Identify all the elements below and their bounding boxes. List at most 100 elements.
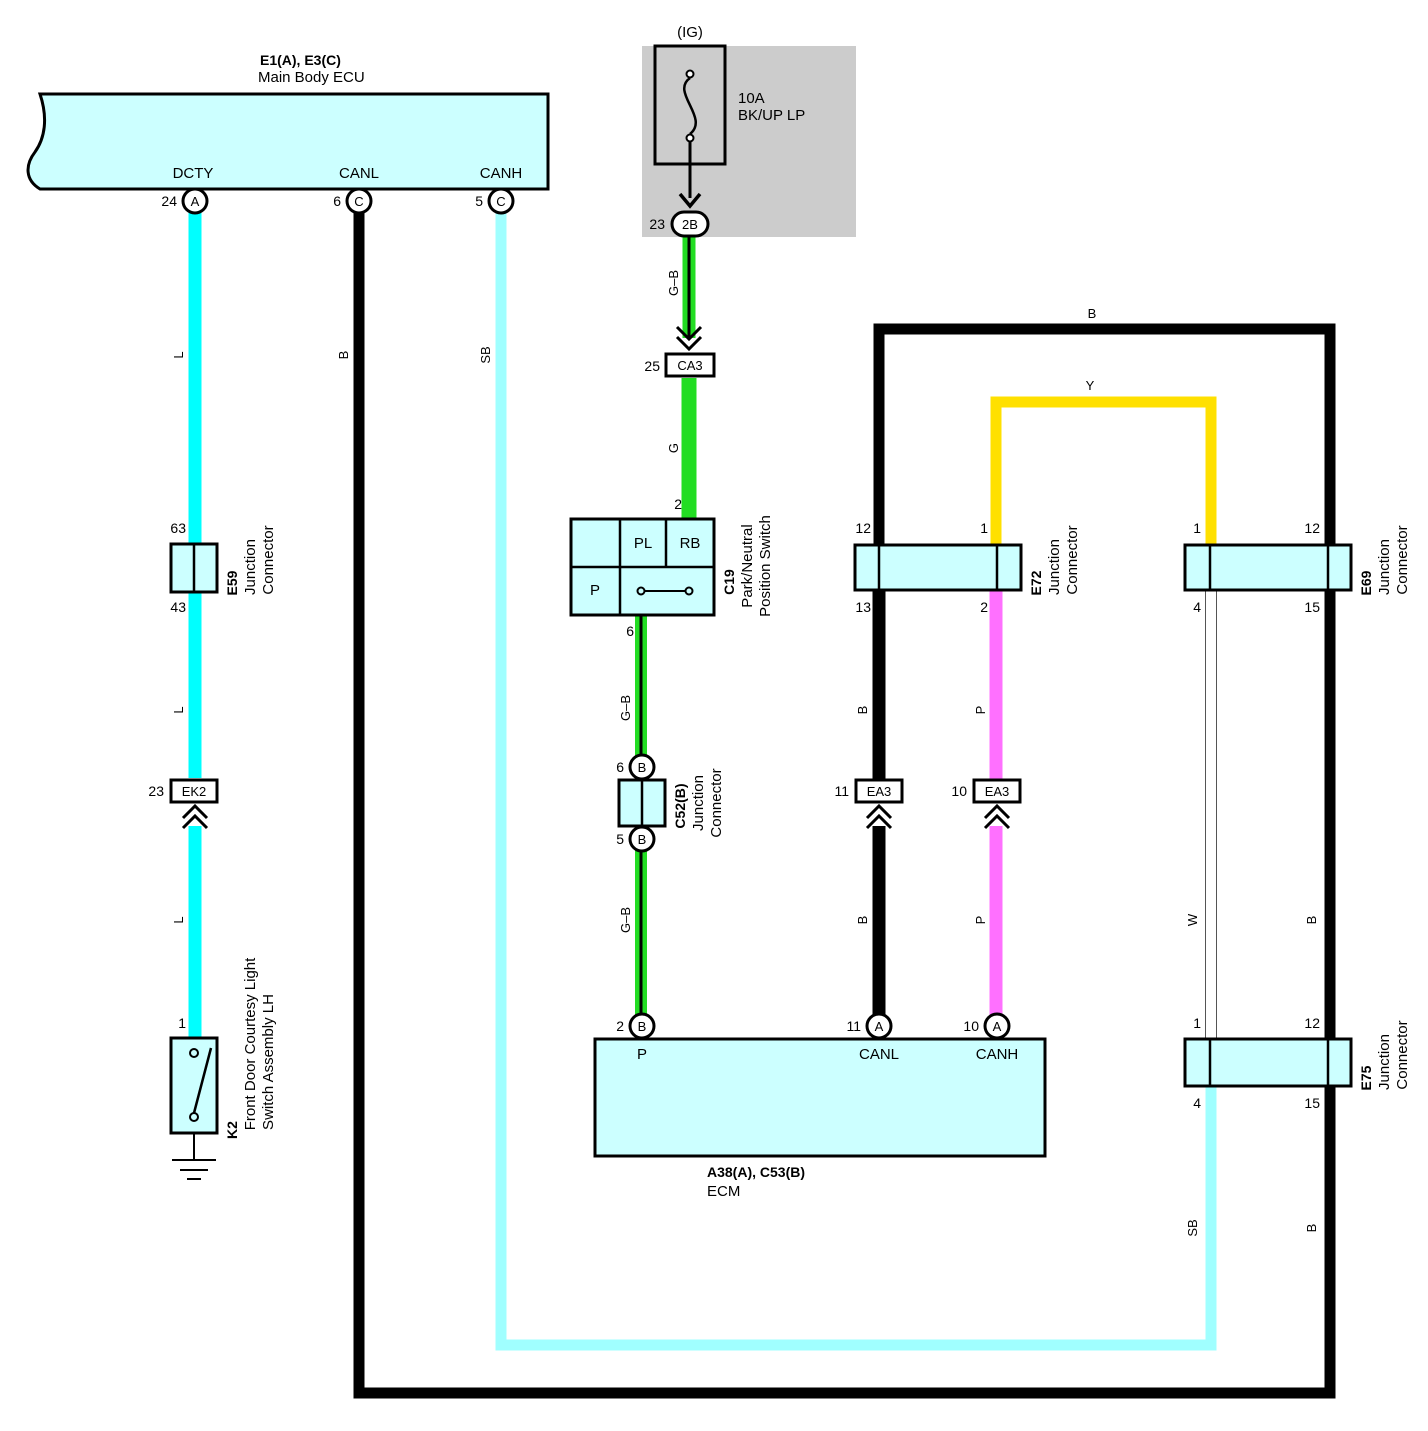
ecu-dcty-terminal xyxy=(181,187,209,215)
ecm-p-terminal xyxy=(628,1012,656,1040)
c52-conn-bottom: B xyxy=(638,832,647,847)
e69-desc1: Junction xyxy=(1376,539,1393,595)
wire-label-e69-w: W xyxy=(1185,913,1200,926)
k2-contact-bottom xyxy=(189,1112,199,1122)
ecu-canh-conn: C xyxy=(496,194,505,209)
ek2-chevron-icon xyxy=(181,803,209,830)
c19-desc1: Park/Neutral xyxy=(739,524,756,607)
ea3-canl-pin: 11 xyxy=(834,783,849,799)
e75-pin-br: 15 xyxy=(1304,1095,1320,1111)
ek2-name: EK2 xyxy=(182,784,207,799)
e59-desc1: Junction xyxy=(242,539,259,595)
e75-desc2: Connector xyxy=(1394,1020,1411,1089)
wire-label-e72-canl: B xyxy=(855,706,870,715)
fuse-contact-bottom xyxy=(685,133,695,143)
c52-terminal-bottom xyxy=(628,825,656,853)
ea3-canh-pin: 10 xyxy=(951,783,967,799)
wire-label-loop-top: B xyxy=(1088,306,1097,321)
ecm-canh-conn: A xyxy=(993,1019,1002,1034)
wire-label-dcty-mid: L xyxy=(171,706,186,713)
wire-label-e69-b: B xyxy=(1304,916,1319,925)
ecu-canh-pin: 5 xyxy=(475,193,483,209)
c19-ref: C19 xyxy=(721,569,737,595)
k2-switch-lever xyxy=(192,1047,213,1114)
k2-contact-top xyxy=(189,1048,199,1058)
ecm-name: ECM xyxy=(707,1183,740,1200)
main-body-ecu-box xyxy=(26,92,550,191)
wire-label-canl-left: B xyxy=(336,351,351,360)
wire-yellow xyxy=(990,396,1217,545)
wire-label-ecm-canl: B xyxy=(855,916,870,925)
ea3-canh-chevron-icon xyxy=(983,803,1011,830)
e75-pin-bl: 4 xyxy=(1193,1095,1201,1111)
ek2-connector xyxy=(169,778,219,804)
ecm-canh-terminal xyxy=(983,1012,1011,1040)
c19-p-label: P xyxy=(590,582,600,599)
e75-ref: E75 xyxy=(1358,1065,1374,1090)
c19-rb-label: RB xyxy=(680,535,701,552)
wire-label-ecm-canh: P xyxy=(973,916,988,925)
c52-desc2: Connector xyxy=(708,768,725,837)
wire-label-e75-sb: SB xyxy=(1185,1219,1200,1236)
e72-pin-br: 2 xyxy=(980,599,988,615)
e75-connector-box xyxy=(1183,1037,1353,1088)
wire-label-e75-b: B xyxy=(1304,1224,1319,1233)
ecu-canl-conn: C xyxy=(354,194,363,209)
main-body-ecu-name: Main Body ECU xyxy=(258,69,365,86)
wire-label-to-switch: G xyxy=(666,443,681,453)
wire-label-dcty-top: L xyxy=(171,351,186,358)
c19-pin-out: 6 xyxy=(626,623,634,639)
wire-label-yellow: Y xyxy=(1086,378,1095,393)
e69-ref: E69 xyxy=(1358,570,1374,595)
e75-pin-tl: 1 xyxy=(1193,1015,1201,1031)
wire-label-to-ecm-p: G–B xyxy=(618,907,633,933)
ek2-pin: 23 xyxy=(148,783,164,799)
e59-desc2: Connector xyxy=(260,525,277,594)
e69-pin-br: 15 xyxy=(1304,599,1320,615)
e69-pin-bl: 4 xyxy=(1193,599,1201,615)
e72-desc2: Connector xyxy=(1064,525,1081,594)
ea3-canl-name: EA3 xyxy=(867,784,892,799)
fuse-out-conn: 2B xyxy=(682,217,698,232)
c19-contact-left xyxy=(636,586,646,596)
wire-canl-b-loop xyxy=(353,212,1336,1399)
e72-pin-tl: 12 xyxy=(855,520,871,536)
fuse-out-connector xyxy=(670,210,710,238)
ecu-canh-terminal xyxy=(487,187,515,215)
ecm-canh-pin: 10 xyxy=(963,1018,979,1034)
k2-desc1: Front Door Courtesy Light xyxy=(242,957,259,1130)
fuse-name: BK/UP LP xyxy=(738,107,805,124)
ea3-canh-name: EA3 xyxy=(985,784,1010,799)
k2-ref: K2 xyxy=(224,1121,240,1139)
c19-desc2: Position Switch xyxy=(757,515,774,617)
ea3-canh-connector xyxy=(972,778,1022,804)
e69-connector-box xyxy=(1183,543,1353,592)
fuse-arrow-icon xyxy=(678,192,702,209)
e59-ref: E59 xyxy=(224,570,240,595)
ecm-p-label: P xyxy=(637,1046,647,1063)
fuse-out-pin: 23 xyxy=(649,216,665,232)
ecm-canh-label: CANH xyxy=(976,1046,1019,1063)
fuse-ign-label: (IG) xyxy=(677,24,703,41)
ecm-p-conn: B xyxy=(638,1019,647,1034)
e72-pin-tr: 1 xyxy=(980,520,988,536)
ea3-canl-connector xyxy=(854,778,904,804)
ecu-dcty-pin: 24 xyxy=(161,193,177,209)
ecu-dcty-conn: A xyxy=(191,194,200,209)
e72-pin-bl: 13 xyxy=(855,599,871,615)
fuse-element-icon xyxy=(683,76,698,135)
c19-pl-label: PL xyxy=(634,535,652,552)
k2-desc2: Switch Assembly LH xyxy=(260,994,277,1130)
ea3-canl-chevron-icon xyxy=(865,803,893,830)
e69-pin-tr: 12 xyxy=(1304,520,1320,536)
ecm-p-pin: 2 xyxy=(616,1018,624,1034)
wire-label-dcty-bot: L xyxy=(171,916,186,923)
k2-pin: 1 xyxy=(178,1015,186,1031)
e59-pin-bottom: 43 xyxy=(170,599,186,615)
ecm-canl-conn: A xyxy=(875,1019,884,1034)
ecu-canl-label: CANL xyxy=(339,165,379,182)
wire-label-e72-canh: P xyxy=(973,706,988,715)
e72-connector-box xyxy=(853,543,1023,592)
ecm-ref: A38(A), C53(B) xyxy=(707,1164,805,1180)
